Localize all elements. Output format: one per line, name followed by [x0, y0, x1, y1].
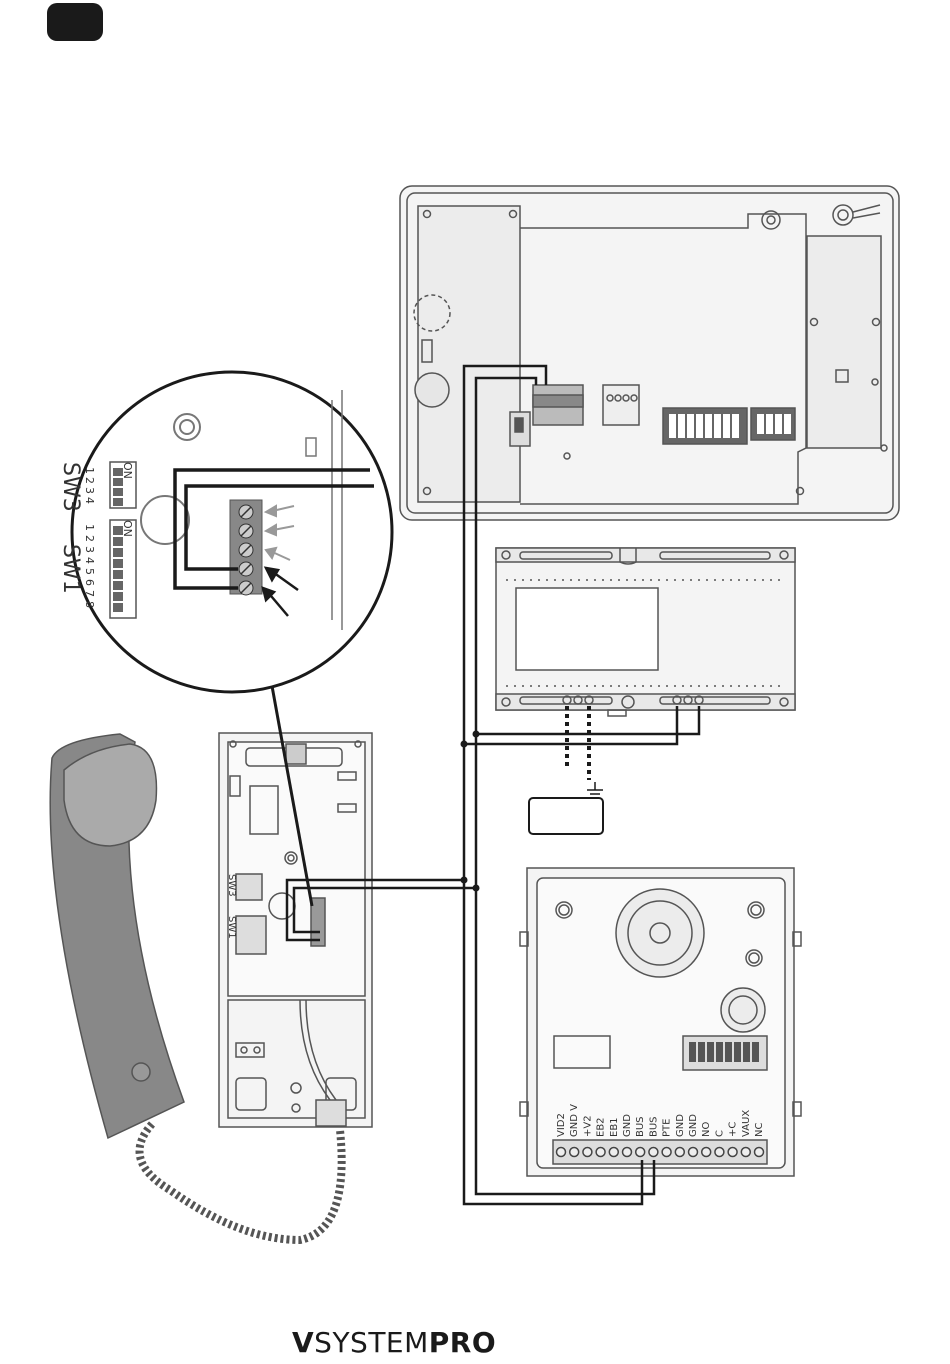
- intercom-base: [219, 733, 372, 1127]
- door-panel-terminal-label: BUS: [648, 1116, 659, 1137]
- brand-logo: VSYSTEMPRO: [292, 1326, 496, 1359]
- sw1-number: 6: [83, 579, 96, 586]
- door-panel-terminal-screw: [583, 1148, 592, 1157]
- door-panel-terminal-label: PTE: [662, 1119, 673, 1137]
- sw1-number: 4: [83, 557, 96, 564]
- door-panel-terminal-label: VAUX: [741, 1110, 752, 1137]
- door-panel-terminal-screw: [755, 1148, 764, 1157]
- door-panel-terminal-label: GND V: [569, 1104, 580, 1137]
- door-panel-terminal-screw: [741, 1148, 750, 1157]
- door-panel-terminal-screw: [623, 1148, 632, 1157]
- door-panel-terminal-screw: [609, 1148, 618, 1157]
- door-panel-terminal-label: GND: [622, 1114, 633, 1137]
- door-panel-terminal-screw: [662, 1148, 671, 1157]
- sw3-number: 3: [83, 487, 96, 494]
- sw3-title: SW3: [58, 462, 83, 512]
- door-panel-terminal-label: +V2: [582, 1115, 593, 1137]
- door-panel-terminal-screw: [728, 1148, 737, 1157]
- sw3-number: 1: [83, 467, 96, 474]
- door-panel-terminal-label: GND: [675, 1114, 686, 1137]
- power-supply: [496, 548, 795, 716]
- brand-system: SYSTEM: [314, 1326, 429, 1359]
- sw3-title-small: SW3: [226, 874, 237, 897]
- sw1-title: SW1: [58, 544, 83, 594]
- sw3-number: 4: [83, 497, 96, 504]
- brand-v: V: [292, 1326, 314, 1359]
- sw1-on-label: ON: [121, 520, 134, 537]
- sw1-number: 3: [83, 546, 96, 553]
- door-panel-terminal-label: C: [714, 1130, 725, 1137]
- door-panel-terminal-screw: [675, 1148, 684, 1157]
- door-panel-terminal-label: EB2: [596, 1117, 607, 1137]
- sw1-number: 5: [83, 568, 96, 575]
- door-panel-terminal-screw: [649, 1148, 658, 1157]
- mains-connection: [529, 706, 603, 834]
- sw3-on-label: ON: [121, 462, 134, 479]
- door-panel-terminal-screw: [557, 1148, 566, 1157]
- door-panel-terminal-label: NC: [754, 1123, 765, 1137]
- door-panel-terminal-label: EB1: [609, 1117, 620, 1137]
- sw3-number: 2: [83, 477, 96, 484]
- door-panel-terminal-screw: [715, 1148, 724, 1157]
- door-panel-terminal-screw: [636, 1148, 645, 1157]
- sw1-title-small: SW1: [226, 916, 237, 939]
- door-panel-terminal-label: BUS: [635, 1116, 646, 1137]
- door-panel-terminal-screw: [570, 1148, 579, 1157]
- brand-pro: PRO: [429, 1326, 496, 1359]
- door-panel-terminal-label: GND: [688, 1114, 699, 1137]
- door-panel-terminal-label: NO: [701, 1122, 712, 1137]
- door-panel-terminal-label: +C: [728, 1122, 739, 1137]
- door-panel-terminal-screw: [596, 1148, 605, 1157]
- sw1-number: 1: [83, 524, 96, 531]
- magnifier-detail: [72, 372, 392, 692]
- sw1-number: 2: [83, 535, 96, 542]
- door-panel-terminal-screw: [702, 1148, 711, 1157]
- door-panel-terminal-label: VID2: [556, 1113, 567, 1137]
- sw1-number: 8: [83, 601, 96, 608]
- door-panel-terminal-screw: [689, 1148, 698, 1157]
- sw1-number: 7: [83, 590, 96, 597]
